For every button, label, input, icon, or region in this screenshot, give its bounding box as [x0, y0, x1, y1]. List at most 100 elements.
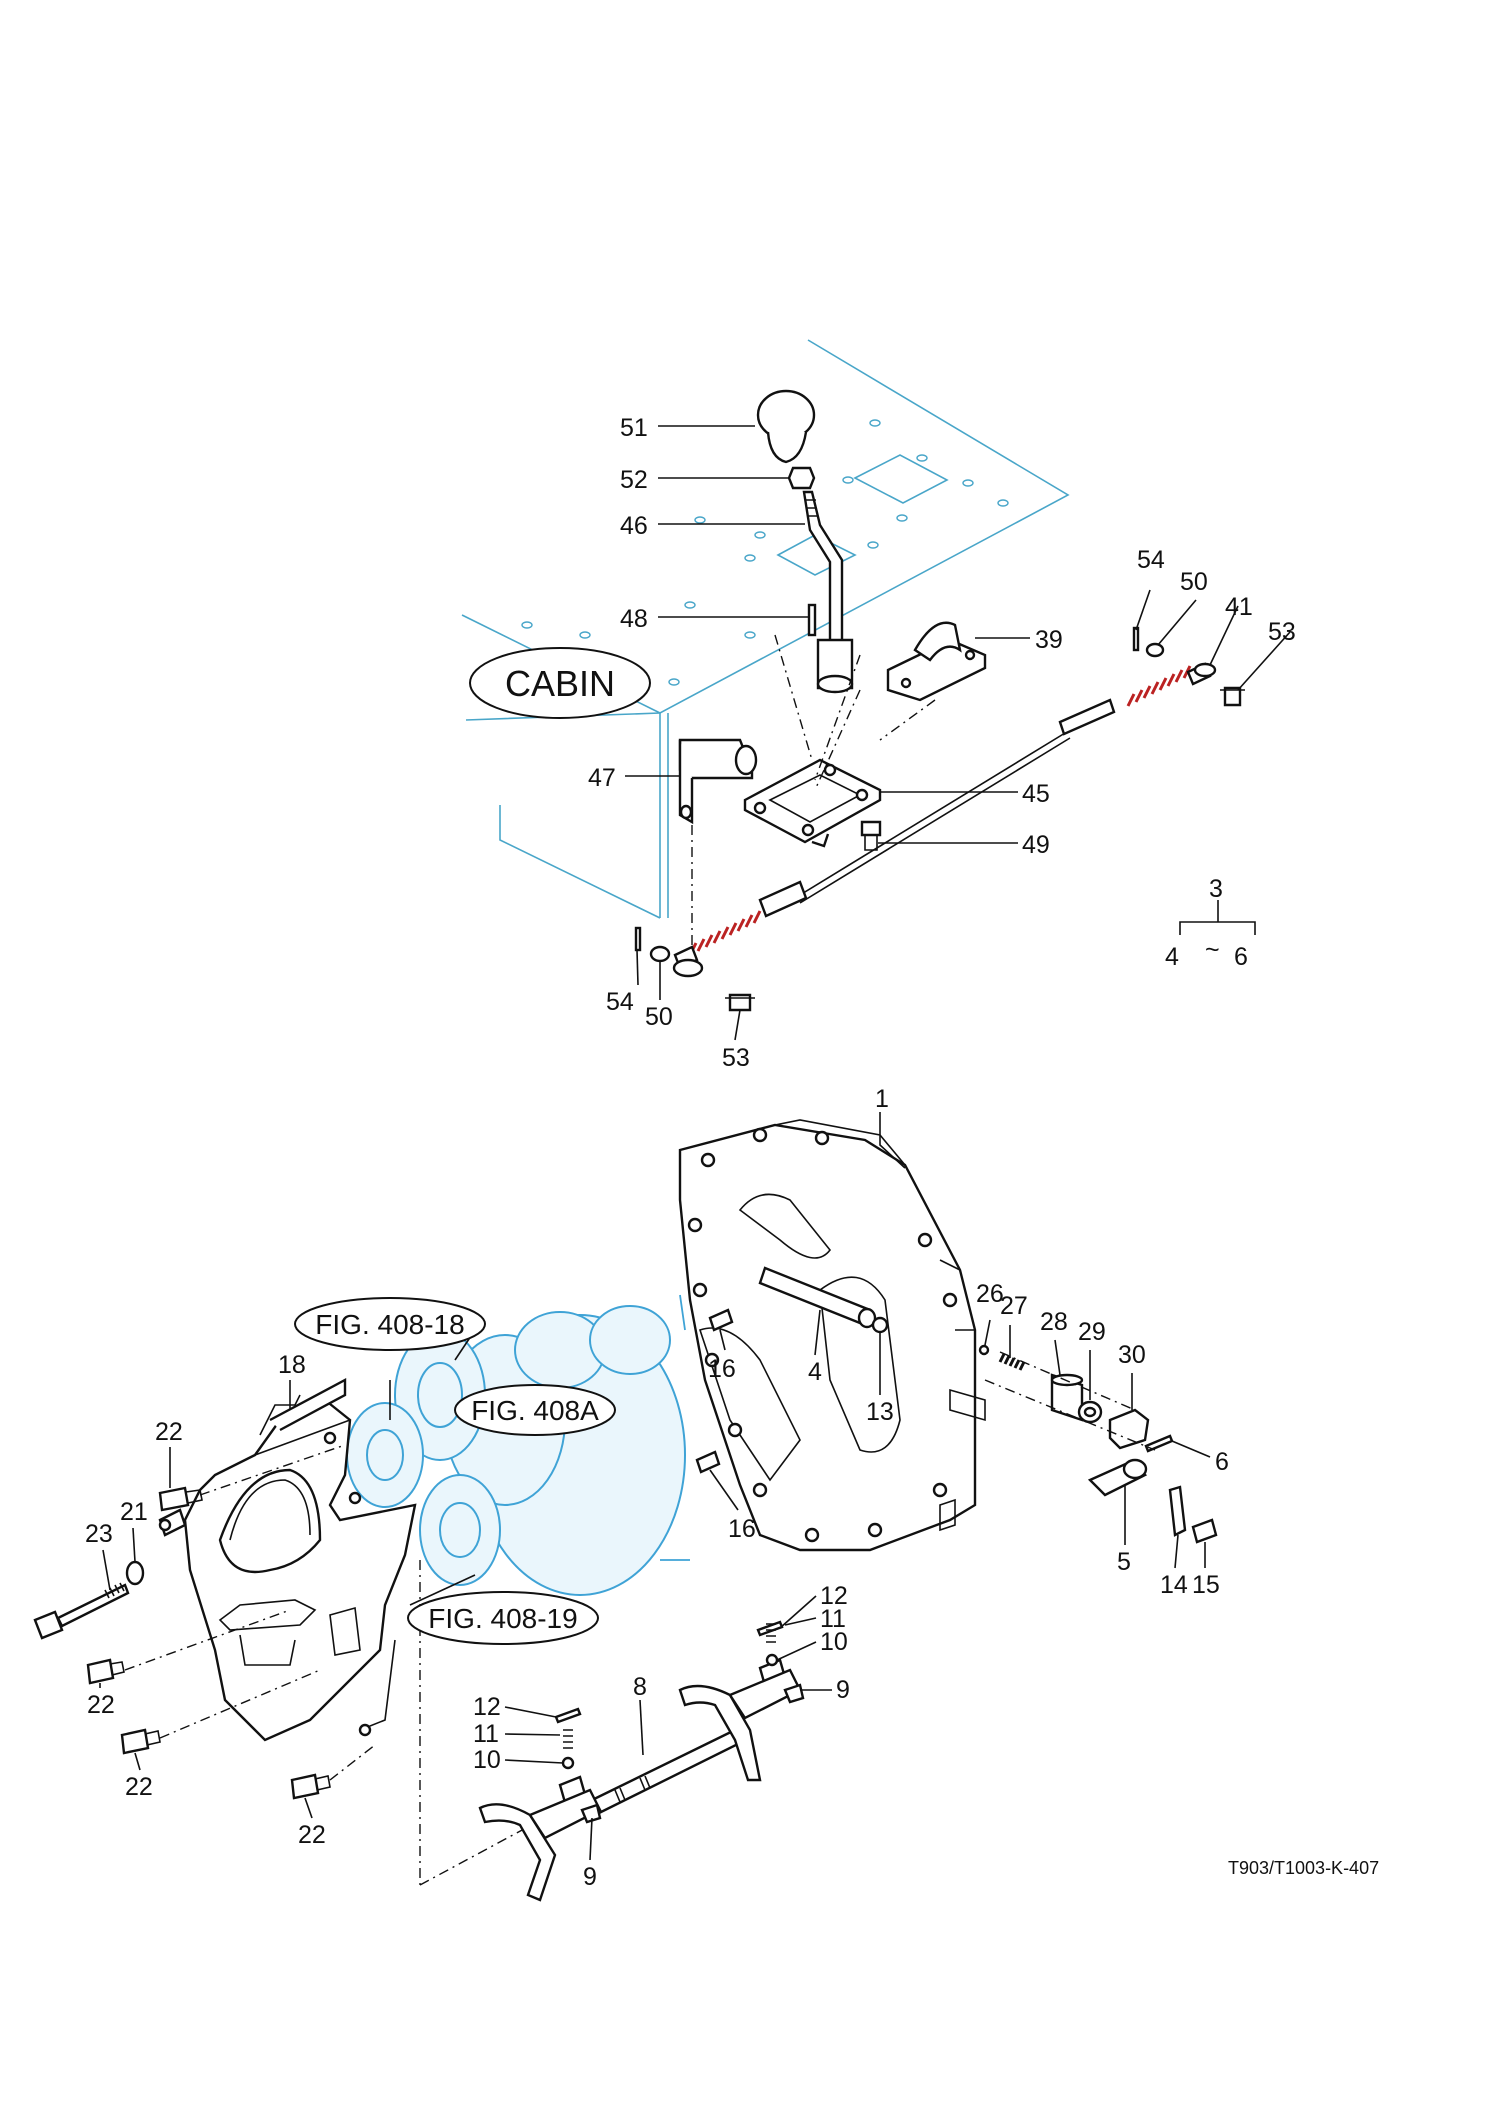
- clevis-pin-lower: [725, 993, 755, 1012]
- seal-29: [1077, 1400, 1103, 1424]
- callout-45: 45: [1022, 780, 1050, 808]
- callout-27: 27: [1000, 1292, 1028, 1320]
- callout-53-lower: 53: [722, 1044, 750, 1072]
- shift-fork-9-lower: [478, 1775, 602, 1902]
- svg-text:4: 4: [1165, 943, 1179, 971]
- bolt-23: [33, 1582, 130, 1640]
- sleeve-28: [1050, 1373, 1084, 1422]
- shift-arm-5: [1087, 1458, 1148, 1497]
- spring-11-lower: [563, 1729, 573, 1749]
- svg-text:FIG. 408-19: FIG. 408-19: [428, 1603, 577, 1634]
- stopper-14: [1168, 1485, 1187, 1537]
- fig-408-18-oval: FIG. 408-18: [294, 1297, 486, 1351]
- control-cable: [672, 662, 1217, 978]
- shift-fork-rod-8: [580, 1728, 744, 1817]
- washer-lower: [649, 945, 671, 963]
- callout-29: 29: [1078, 1318, 1106, 1346]
- split-pin-12-lower: [554, 1707, 582, 1724]
- callout-5: 5: [1117, 1548, 1131, 1576]
- pillow-block: [886, 621, 987, 702]
- svg-text:6: 6: [1234, 943, 1248, 971]
- lever-holder-plate: [743, 758, 882, 848]
- callout-23: 23: [85, 1520, 113, 1548]
- callout-41: 41: [1225, 593, 1253, 621]
- spring-11-upper: [766, 1623, 776, 1643]
- callout-49: 49: [1022, 831, 1050, 859]
- bolt-49: [860, 820, 882, 851]
- callout-13: 13: [866, 1398, 894, 1426]
- leader-lines: [99, 425, 1291, 1861]
- svg-text:~: ~: [1205, 936, 1220, 964]
- callout-48: 48: [620, 605, 648, 633]
- callout-8: 8: [633, 1673, 647, 1701]
- ball-10-lower: [561, 1756, 575, 1770]
- range-bracket: [1179, 900, 1256, 935]
- callout-9-lower: 9: [583, 1863, 597, 1891]
- pin-13: [871, 1316, 889, 1334]
- callout-53-upper: 53: [1268, 618, 1296, 646]
- washer-upper: [1145, 642, 1165, 658]
- svg-text:FIG. 408A: FIG. 408A: [471, 1395, 599, 1426]
- callout-11-lower: 11: [473, 1720, 499, 1748]
- callout-26: 26: [976, 1280, 1004, 1308]
- svg-text:3: 3: [1209, 875, 1223, 903]
- svg-text:CABIN: CABIN: [505, 663, 615, 704]
- callout-50-upper: 50: [1180, 568, 1208, 596]
- spring-pin: [807, 603, 817, 637]
- callout-10-lower: 10: [473, 1746, 501, 1774]
- callout-51: 51: [620, 414, 648, 442]
- plug-30: [1108, 1408, 1150, 1450]
- lock-nut: [787, 466, 816, 490]
- callout-10-upper: 10: [820, 1628, 848, 1656]
- callout-12-lower: 12: [473, 1693, 501, 1721]
- callout-22-d: 22: [298, 1821, 326, 1849]
- callout-46: 46: [620, 512, 648, 540]
- split-pin-lower: [634, 926, 642, 952]
- range-note: 3 4 ~ 6: [1165, 875, 1248, 971]
- svg-text:FIG. 408-18: FIG. 408-18: [315, 1309, 464, 1340]
- lever-support: [678, 738, 758, 825]
- callout-28: 28: [1040, 1308, 1068, 1336]
- clevis-pin-upper: [1220, 686, 1245, 707]
- callout-22-a: 22: [155, 1418, 183, 1446]
- callout-12-upper: 12: [820, 1582, 848, 1610]
- pin-6: [1144, 1434, 1174, 1453]
- front-cover: [158, 1378, 417, 1742]
- callout-labels: 51 52 46 48 39 54 50 41 53 47 45 49 54 5…: [85, 414, 1296, 1891]
- bolt-22-d: [290, 1773, 331, 1800]
- detent-ball: [978, 1344, 990, 1356]
- callout-39: 39: [1035, 626, 1063, 654]
- shift-lever: [802, 490, 854, 694]
- cabin-label-oval: CABIN: [469, 647, 651, 719]
- pin-16-lower: [695, 1450, 721, 1474]
- callout-4: 4: [808, 1358, 822, 1386]
- transmission-housing: [678, 1119, 986, 1552]
- callout-54-upper: 54: [1137, 546, 1165, 574]
- callout-54-lower: 54: [606, 988, 634, 1016]
- split-pin-upper: [1132, 626, 1140, 652]
- shift-knob: [756, 389, 816, 464]
- callout-14: 14: [1160, 1571, 1188, 1599]
- callout-22-c: 22: [125, 1773, 153, 1801]
- callout-1: 1: [875, 1085, 889, 1113]
- washer-21: [125, 1560, 145, 1586]
- callout-18: 18: [278, 1351, 306, 1379]
- callout-6: 6: [1215, 1448, 1229, 1476]
- fig-408-19-oval: FIG. 408-19: [407, 1591, 599, 1645]
- shift-rod-4: [758, 1266, 877, 1329]
- callout-15: 15: [1192, 1571, 1220, 1599]
- detent-spring: [998, 1353, 1026, 1371]
- fig-408a-oval: FIG. 408A: [454, 1384, 616, 1436]
- callout-50-lower: 50: [645, 1003, 673, 1031]
- callout-11-upper: 11: [820, 1605, 846, 1633]
- callout-22-b: 22: [87, 1691, 115, 1719]
- bolt-22-b: [86, 1658, 125, 1685]
- callout-21: 21: [120, 1498, 148, 1526]
- callout-47: 47: [588, 764, 616, 792]
- bolt-22-c: [120, 1728, 161, 1755]
- drawing-code: T903/T1003-K-407: [1228, 1858, 1379, 1878]
- pin-16-upper: [708, 1308, 734, 1332]
- callout-52: 52: [620, 466, 648, 494]
- callout-16-lower: 16: [728, 1515, 756, 1543]
